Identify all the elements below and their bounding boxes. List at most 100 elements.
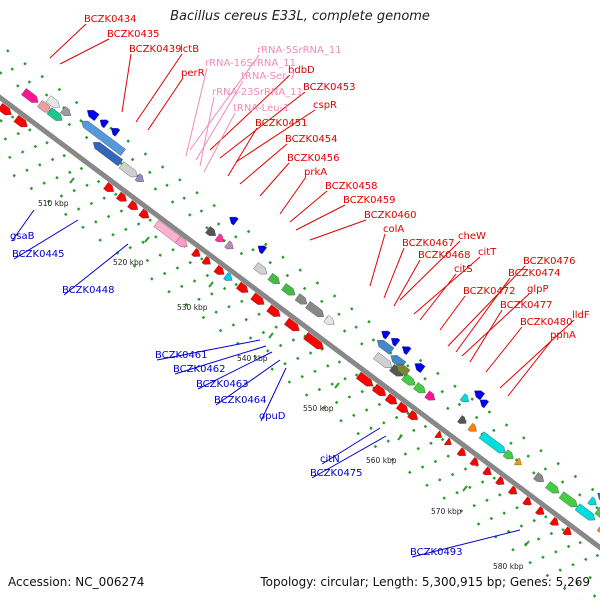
tick-label: 520 kbp [113, 258, 144, 267]
gene-feature [266, 304, 281, 317]
forward-gene-label: glpP [527, 284, 549, 295]
forward-gene-label: BCZK0435 [107, 29, 160, 40]
gene-feature [253, 262, 268, 275]
reverse-gene-label: BCZK0461 [155, 350, 208, 361]
leader-line [393, 259, 421, 307]
reverse-gene-label: BCZK0475 [310, 468, 363, 479]
gene-feature [257, 245, 268, 255]
gene-feature [402, 346, 412, 356]
tick-mark [144, 236, 150, 243]
gene-feature [323, 314, 335, 325]
forward-gene-label: BCZK0458 [325, 181, 378, 192]
gene-feature [467, 422, 477, 432]
gene-feature [191, 248, 201, 257]
forward-gene-label: BCZK0459 [343, 195, 396, 206]
tick-mark [69, 177, 75, 184]
gene-feature [413, 382, 426, 394]
gene-feature [522, 496, 532, 506]
gene-feature [474, 390, 486, 401]
leader-line [411, 529, 521, 558]
gene-feature [545, 481, 560, 494]
forward-gene-label: citS [454, 264, 473, 275]
gene-feature [377, 340, 395, 355]
leader-line [235, 109, 316, 163]
gene-feature [87, 110, 100, 122]
gene-feature [283, 317, 300, 332]
gene-feature [443, 437, 452, 446]
gene-feature [303, 332, 324, 350]
gene-feature [456, 447, 466, 456]
gene-feature [558, 491, 578, 508]
gene-feature [115, 191, 127, 202]
gene-feature [46, 107, 63, 121]
tick-mark [524, 540, 530, 547]
gene-feature [45, 95, 60, 108]
reverse-gene-label: citN [320, 454, 340, 465]
guide-dots [0, 148, 600, 600]
gene-feature [513, 457, 522, 466]
leader-line [185, 67, 208, 157]
map-title: Bacillus cereus E33L, complete genome [170, 9, 430, 24]
leader-line [189, 54, 260, 151]
gene-feature [205, 226, 216, 236]
leader-line [469, 309, 503, 363]
gene-feature [224, 240, 234, 250]
gene-feature [138, 208, 150, 219]
gene-feature [235, 281, 249, 293]
reverse-gene-label: BCZK0445 [12, 249, 65, 260]
reverse-gene-label: BCZK0464 [214, 395, 267, 406]
rna-gene-label: rRNA-16SrRNA_11 [205, 58, 296, 69]
genome-backbone [0, 94, 600, 551]
rna-gene-label: tRNA-Ser-7 [241, 71, 296, 82]
rna-gene-label: rRNA-23SrRNA_11 [212, 87, 303, 98]
gene-feature [13, 114, 28, 128]
leader-line [259, 162, 290, 197]
tick-mark [208, 281, 214, 288]
forward-gene-label: lldF [572, 310, 590, 321]
gene-feature [407, 410, 418, 420]
gene-feature [469, 456, 479, 466]
leader-line [289, 190, 328, 223]
gene-feature [81, 120, 126, 156]
leader-line [499, 319, 575, 389]
gene-feature [401, 373, 416, 386]
gene-feature [267, 272, 280, 284]
leader-line [419, 273, 457, 321]
tick-label: 560 kbp [366, 456, 397, 465]
gene-feature [281, 283, 296, 296]
leader-line [59, 38, 110, 65]
forward-gene-label: BCZK0453 [303, 82, 356, 93]
gene-feature [93, 142, 124, 167]
gene-feature [457, 415, 467, 424]
forward-gene-label: BCZK0477 [500, 300, 553, 311]
gene-feature [459, 393, 469, 402]
leader-line [63, 243, 129, 296]
gene-feature [373, 352, 392, 368]
gene-feature [250, 292, 265, 305]
reverse-gene-label: BCZK0462 [173, 364, 226, 375]
reverse-gene-label: BCZK0463 [196, 379, 249, 390]
gene-feature [574, 503, 596, 521]
gene-feature [507, 485, 518, 495]
forward-gene-label: BCZK0451 [255, 118, 308, 129]
forward-gene-label: cspR [313, 100, 337, 111]
gene-feature [355, 371, 374, 387]
gene-feature [134, 173, 144, 182]
forward-gene-label: BCZK0439 [129, 44, 182, 55]
leader-line [174, 345, 267, 375]
leader-line [383, 247, 405, 299]
leader-line [199, 96, 215, 167]
gene-feature [594, 506, 600, 520]
leader-line [215, 359, 281, 406]
leader-line [455, 277, 511, 353]
leader-line [461, 293, 530, 357]
gene-feature [587, 496, 597, 506]
accession-text: Accession: NC_006274 [8, 575, 145, 589]
tick-label: 570 kbp [431, 507, 462, 516]
gene-feature [482, 466, 492, 476]
rna-gene-label: tRNA-Leu-1 [233, 103, 289, 114]
reverse-gene-label: opuD [259, 411, 286, 422]
gene-feature [596, 523, 600, 533]
leader-line [156, 339, 261, 361]
